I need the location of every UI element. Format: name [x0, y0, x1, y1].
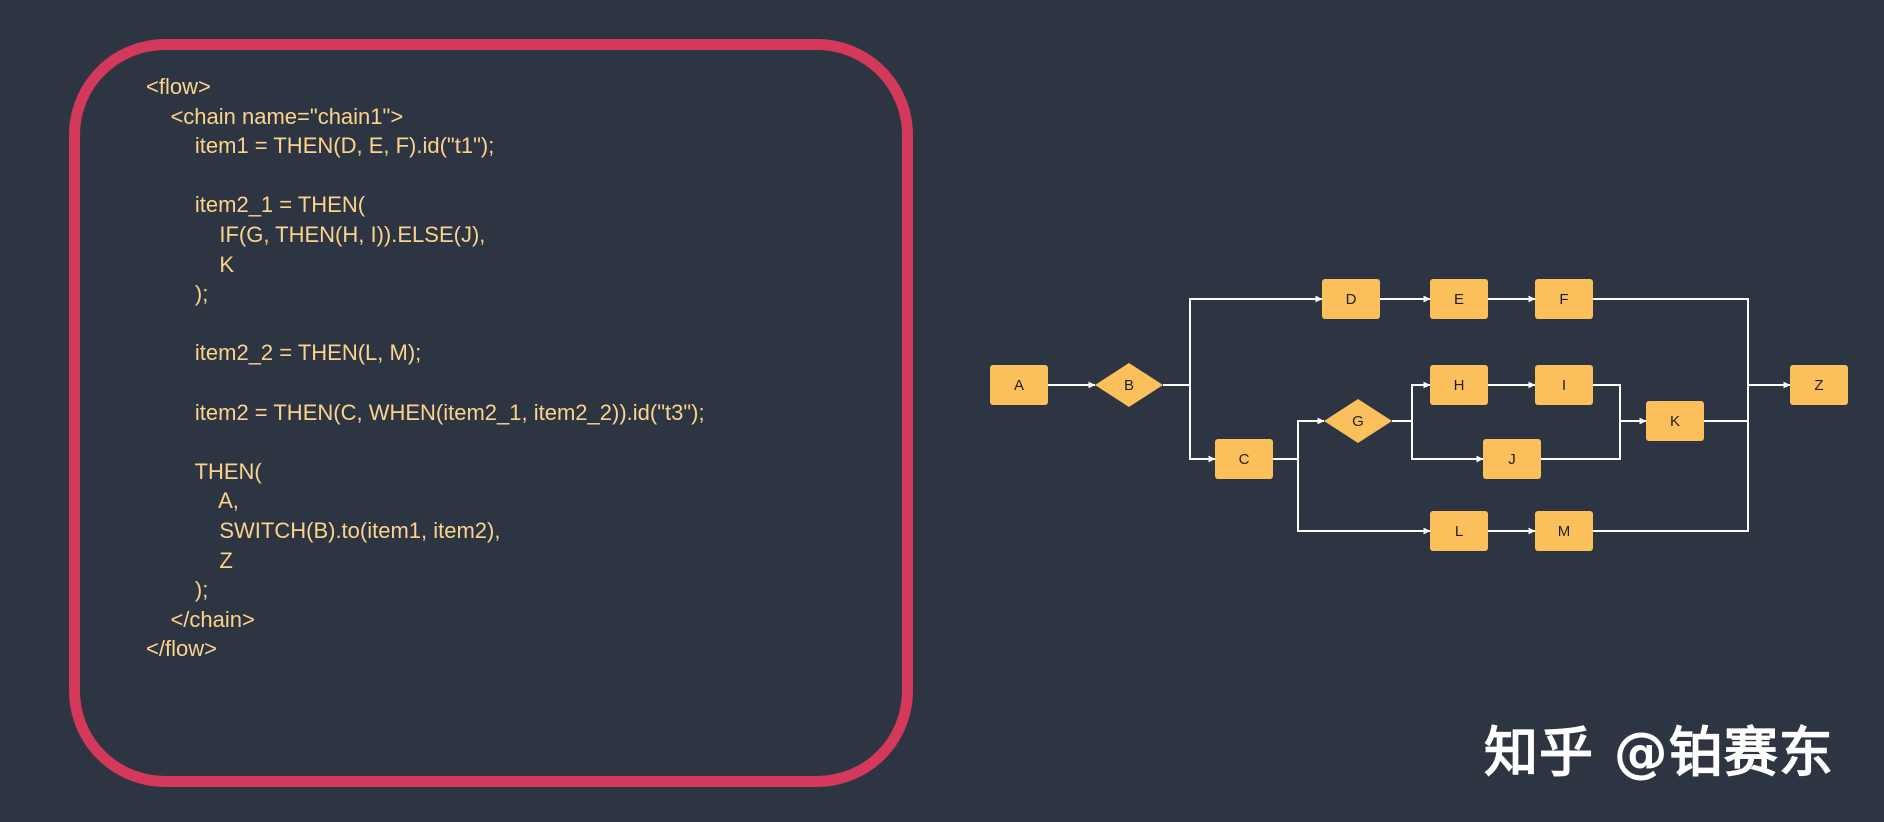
node-label: H	[1454, 377, 1465, 394]
edge-b-d	[1163, 295, 1323, 386]
code-line: item2_1 = THEN(	[146, 192, 366, 218]
node-z: Z	[1790, 365, 1848, 405]
node-label: L	[1455, 523, 1463, 540]
node-label: Z	[1814, 377, 1823, 394]
node-g: G	[1324, 399, 1392, 443]
code-line: <chain name="chain1">	[146, 103, 404, 129]
node-e: E	[1430, 279, 1488, 319]
node-box	[1483, 439, 1541, 479]
node-label: J	[1508, 451, 1516, 468]
node-box	[1535, 365, 1593, 405]
code-line: IF(G, THEN(H, I)).ELSE(J),	[146, 221, 486, 247]
node-m: M	[1535, 511, 1593, 551]
node-box	[1322, 279, 1380, 319]
node-box	[1215, 439, 1273, 479]
node-box	[1430, 365, 1488, 405]
code-line: );	[146, 577, 209, 603]
node-c: C	[1215, 439, 1273, 479]
edge-g-h	[1392, 381, 1431, 422]
code-line: Z	[146, 547, 233, 573]
node-label: G	[1352, 413, 1364, 430]
code-line: item2_2 = THEN(L, M);	[146, 340, 422, 366]
node-j: J	[1483, 439, 1541, 479]
node-label: I	[1562, 377, 1566, 394]
code-line: <flow>	[146, 74, 211, 99]
node-a: A	[990, 365, 1048, 405]
diagram-edges	[1048, 295, 1791, 535]
node-label: M	[1558, 523, 1571, 540]
code-line: THEN(	[146, 458, 262, 484]
node-label: K	[1670, 413, 1680, 430]
code-line: SWITCH(B).to(item1, item2),	[146, 517, 501, 543]
edge-k-z	[1704, 381, 1791, 422]
node-box	[1646, 401, 1704, 441]
code-line: A,	[146, 488, 239, 514]
node-i: I	[1535, 365, 1593, 405]
node-box	[1535, 279, 1593, 319]
node-k: K	[1646, 401, 1704, 441]
node-label: E	[1454, 291, 1464, 308]
node-box	[1790, 365, 1848, 405]
node-label: D	[1346, 291, 1357, 308]
node-d: D	[1322, 279, 1380, 319]
node-h: H	[1430, 365, 1488, 405]
edge-m-z	[1593, 421, 1749, 532]
watermark: 知乎 @铂赛东	[1484, 721, 1834, 784]
node-box	[1430, 279, 1488, 319]
code-line: item1 = THEN(D, E, F).id("t1");	[146, 133, 495, 159]
node-f: F	[1535, 279, 1593, 319]
node-label: F	[1559, 291, 1568, 308]
node-box	[1430, 511, 1488, 551]
edge-c-l	[1297, 459, 1431, 535]
node-l: L	[1430, 511, 1488, 551]
node-label: A	[1014, 377, 1024, 394]
edge-g-j	[1411, 421, 1484, 463]
decision-diamond	[1324, 399, 1392, 443]
code-block: <flow> <chain name="chain1"> item1 = THE…	[146, 72, 705, 664]
code-line: K	[146, 251, 235, 277]
node-label: B	[1124, 377, 1134, 394]
node-label: C	[1239, 451, 1250, 468]
diagram-nodes: A B C D E F G H I J K L M Z	[990, 279, 1848, 551]
code-line: </flow>	[146, 636, 217, 662]
node-b: B	[1095, 363, 1163, 407]
code-line: item2 = THEN(C, WHEN(item2_1, item2_2)).…	[146, 399, 705, 425]
edge-j-k	[1541, 421, 1621, 460]
edge-c-g	[1273, 417, 1325, 460]
node-box	[990, 365, 1048, 405]
code-panel	[69, 39, 913, 787]
code-line: );	[146, 281, 209, 307]
decision-diamond	[1095, 363, 1163, 407]
edge-f-z	[1593, 298, 1749, 385]
node-box	[1535, 511, 1593, 551]
code-line: </chain>	[146, 606, 255, 632]
edge-i-k	[1593, 384, 1647, 425]
edge-b-c	[1189, 385, 1216, 463]
